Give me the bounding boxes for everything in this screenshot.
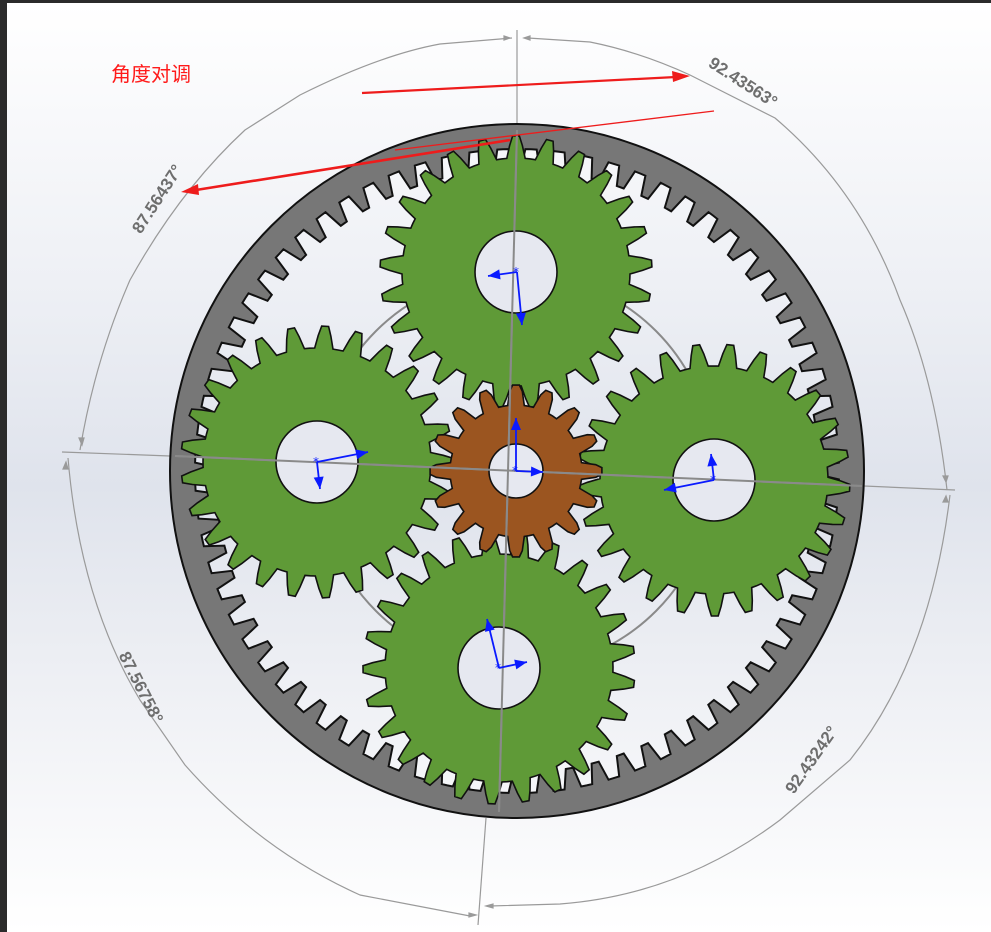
left-axis-x-head-icon: [355, 449, 368, 460]
extension-line-bottom: [477, 817, 487, 926]
top-axis-y-head-icon: [515, 312, 526, 325]
annotation-arrow-left: [195, 138, 511, 192]
bottom-axis-x-head-icon: [514, 659, 527, 670]
annotation-text: 角度对调: [111, 64, 191, 86]
cad-viewport[interactable]: * * * * * 92.43563° 87.56437° 87.56758° 92.4324…: [7, 3, 991, 932]
sun-origin-icon: *: [512, 464, 518, 478]
annotation-arrow-right: [361, 75, 677, 95]
right-origin-icon: *: [710, 473, 716, 487]
top-origin-icon: *: [513, 265, 519, 279]
dimension-label-bottom-right[interactable]: 92.43242°: [781, 722, 841, 797]
dimension-arc-bottom-right[interactable]: [489, 494, 951, 907]
arrowhead-right-icon: [672, 71, 690, 82]
dimension-arc-bottom-left[interactable]: [67, 457, 471, 917]
top-axis-x-head-icon: [488, 269, 501, 280]
arrowhead-left-icon: [181, 184, 199, 195]
bottom-origin-icon: *: [495, 661, 501, 675]
sketch-scene: * * * * * 92.43563° 87.56437° 87.56758° 92.4324…: [7, 3, 991, 932]
angle-dimensions[interactable]: [61, 30, 956, 926]
coordinate-axis-arrows: * * * * *: [313, 265, 718, 675]
annotation-line-thin: [394, 110, 715, 151]
extension-line-left: [61, 451, 171, 457]
extension-line-right: [863, 485, 956, 491]
gear-sketch: * * * * * 92.43563° 87.56437° 87.56758° 92.4324…: [61, 30, 956, 926]
left-origin-icon: *: [313, 455, 319, 469]
dimension-label-bottom-left[interactable]: 87.56758°: [115, 649, 167, 727]
right-axis-x-head-icon: [664, 482, 677, 493]
left-axis-y-head-icon: [313, 476, 324, 489]
dimension-label-top-left[interactable]: 87.56437°: [128, 161, 186, 237]
sun-axis-x-head-icon: [530, 466, 543, 477]
right-axis-y-head-icon: [707, 454, 718, 467]
annotation-arrows: [181, 71, 715, 195]
dimension-arc-top-right[interactable]: [527, 37, 948, 491]
sun-axis-y-head-icon: [511, 418, 521, 430]
dimension-label-top-right[interactable]: 92.43563°: [705, 53, 781, 111]
bottom-axis-y-head-icon: [484, 619, 495, 632]
